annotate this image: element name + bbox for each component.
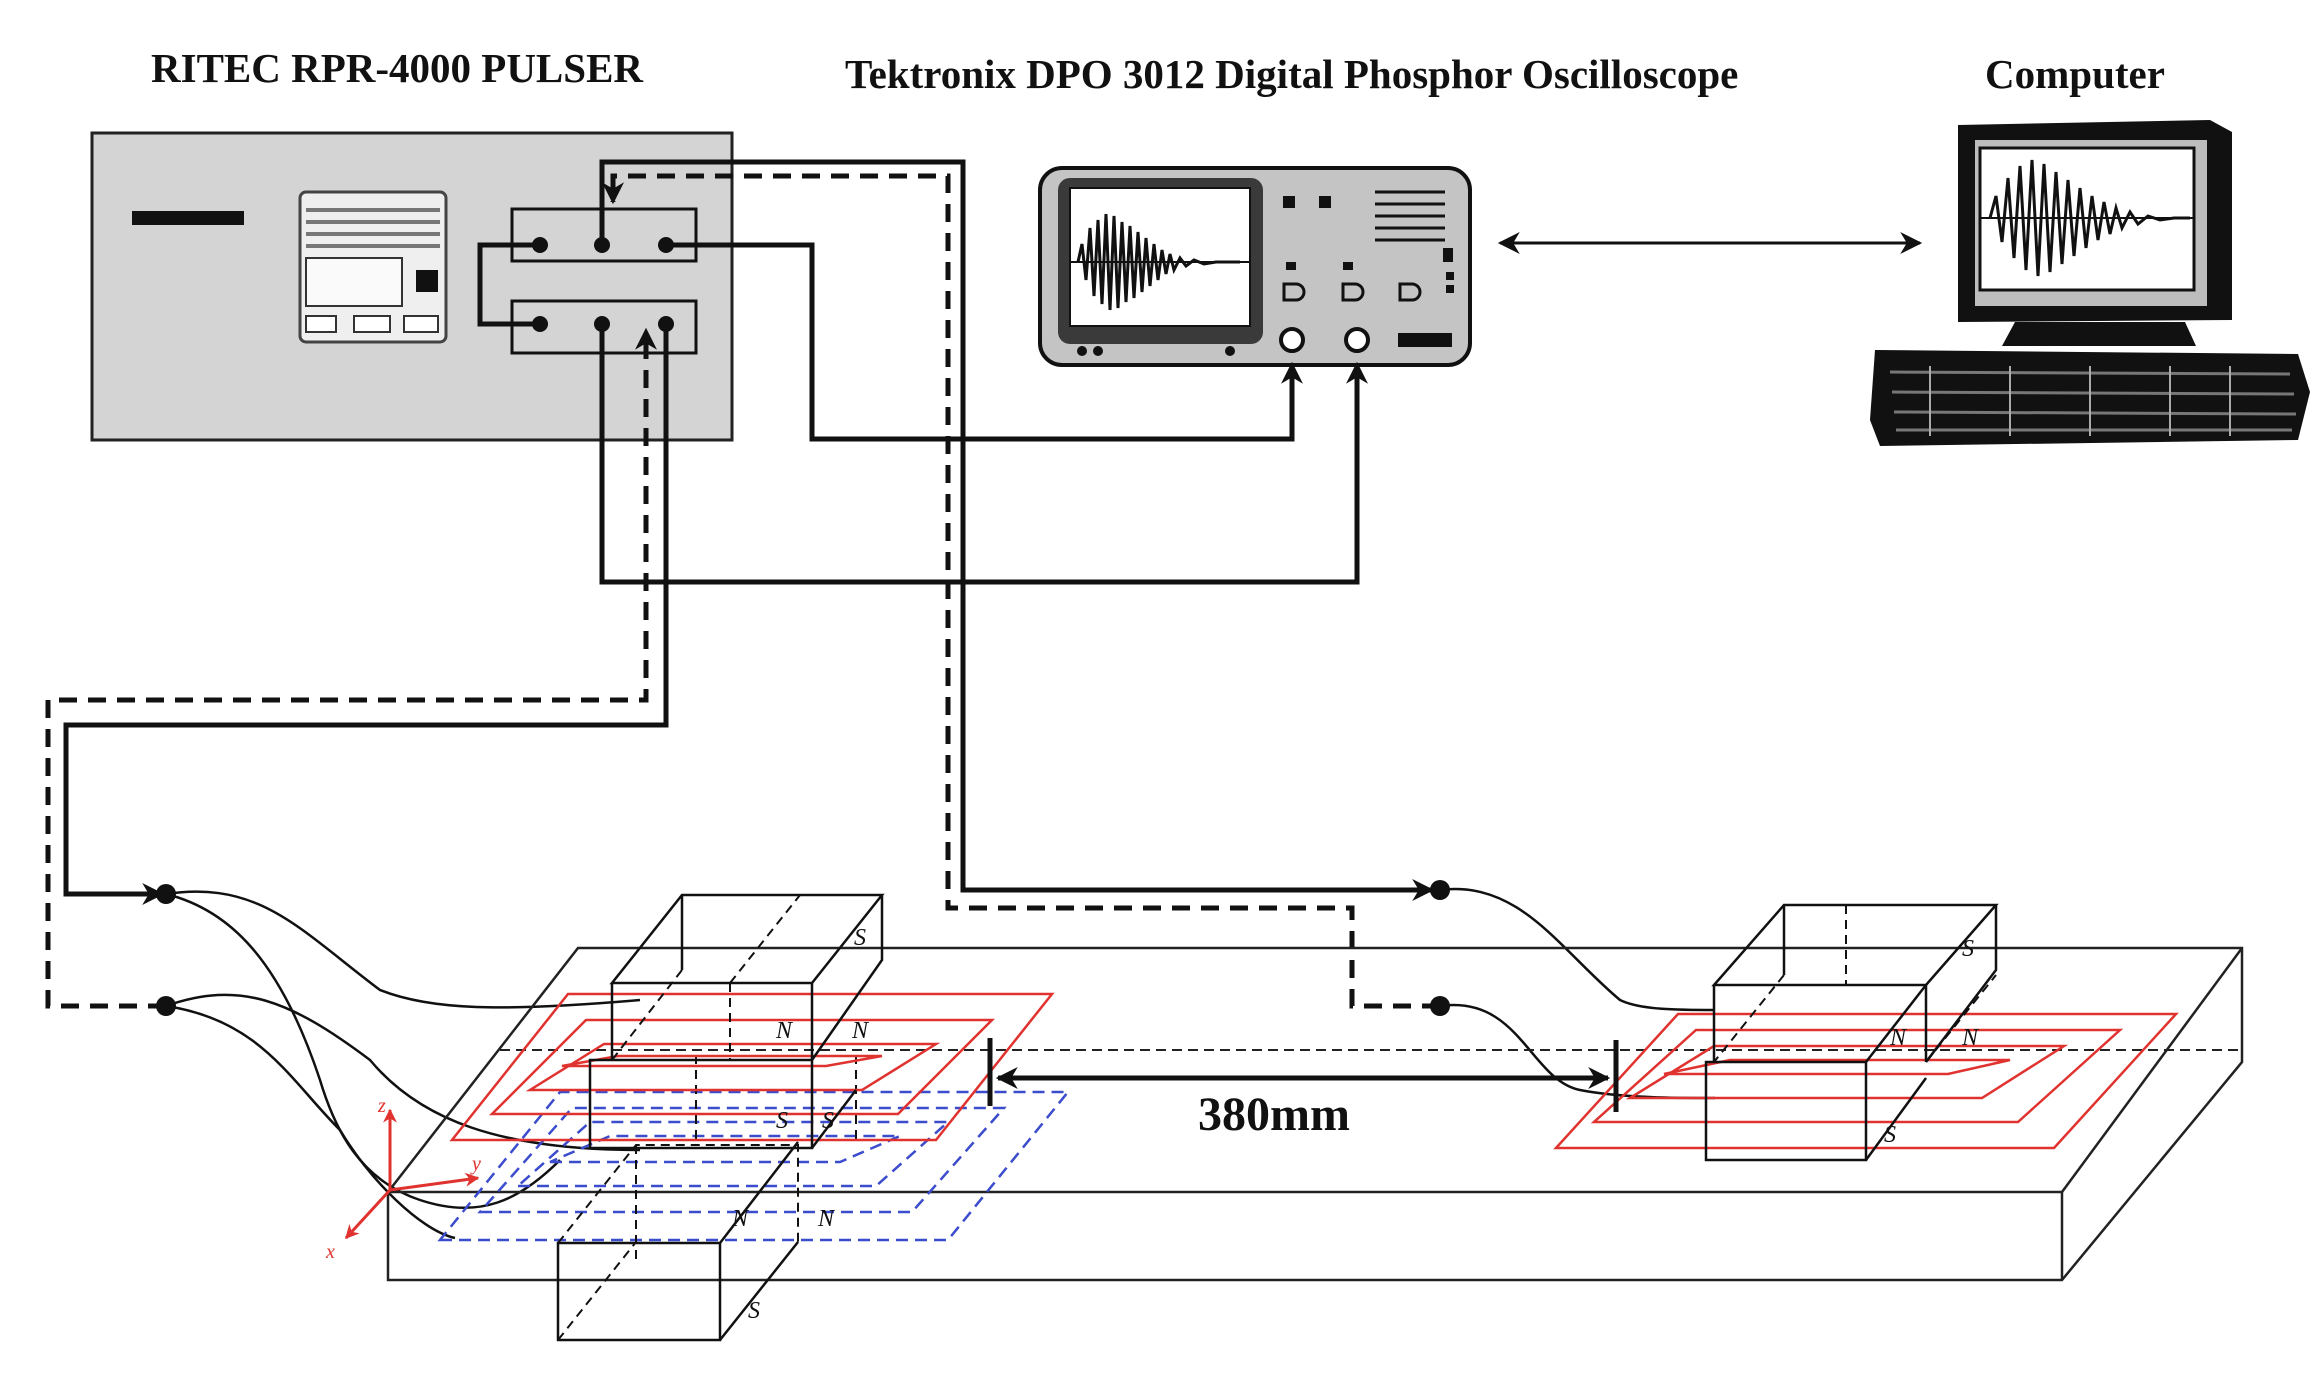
distance-label: 380mm	[1198, 1088, 1350, 1141]
pulser-control-module	[298, 190, 448, 344]
pulser-slot-indicator	[132, 211, 244, 225]
transmitter-return-dashed-wire	[45, 327, 657, 1009]
x-axis-label: x	[325, 1241, 335, 1263]
svg-text:S: S	[854, 925, 866, 951]
svg-text:N: N	[731, 1206, 750, 1232]
pulser-device	[90, 131, 734, 442]
svg-text:N: N	[1961, 1025, 1980, 1051]
oscilloscope-device	[1038, 166, 1472, 367]
oscilloscope-waveform	[1076, 213, 1240, 311]
pulser-jumper-wire	[477, 242, 540, 327]
oscilloscope-title: Tektronix DPO 3012 Digital Phosphor Osci…	[845, 51, 1739, 97]
y-axis-label: y	[470, 1153, 481, 1175]
transmitter-emat	[437, 893, 1071, 1342]
transducer-lead-wires	[165, 887, 1716, 1240]
svg-text:N: N	[817, 1206, 836, 1232]
oscilloscope-channel-1-input	[1279, 327, 1305, 353]
svg-text:N: N	[1889, 1025, 1908, 1051]
svg-text:S: S	[1884, 1122, 1896, 1148]
return-cables	[45, 173, 1440, 1009]
receiver-to-oscilloscope-ch2-wire	[599, 324, 1368, 585]
svg-text:S: S	[748, 1298, 760, 1324]
computer-device	[1870, 120, 2310, 446]
pulser-title: RITEC RPR-4000 PULSER	[151, 45, 644, 91]
svg-text:N: N	[775, 1018, 794, 1044]
svg-text:S: S	[1962, 936, 1974, 962]
svg-text:S: S	[822, 1108, 834, 1134]
svg-text:S: S	[776, 1108, 788, 1134]
pulser-to-transmitter-wire	[63, 324, 669, 905]
oscilloscope-channel-2-input	[1344, 327, 1370, 353]
signal-cables	[63, 159, 1435, 905]
receiver-emat	[1553, 903, 2179, 1162]
svg-text:N: N	[851, 1018, 870, 1044]
computer-title: Computer	[1985, 51, 2165, 97]
coordinate-axes: z y x	[325, 1095, 481, 1263]
magnet-pole-labels: S N N S S N N S S N N S	[731, 925, 1980, 1324]
receiver-return-dashed-wire	[602, 173, 1440, 1009]
computer-waveform	[1988, 159, 2190, 277]
pulser-to-oscilloscope-ch1-wire	[666, 242, 1303, 442]
z-axis-label: z	[377, 1095, 386, 1117]
